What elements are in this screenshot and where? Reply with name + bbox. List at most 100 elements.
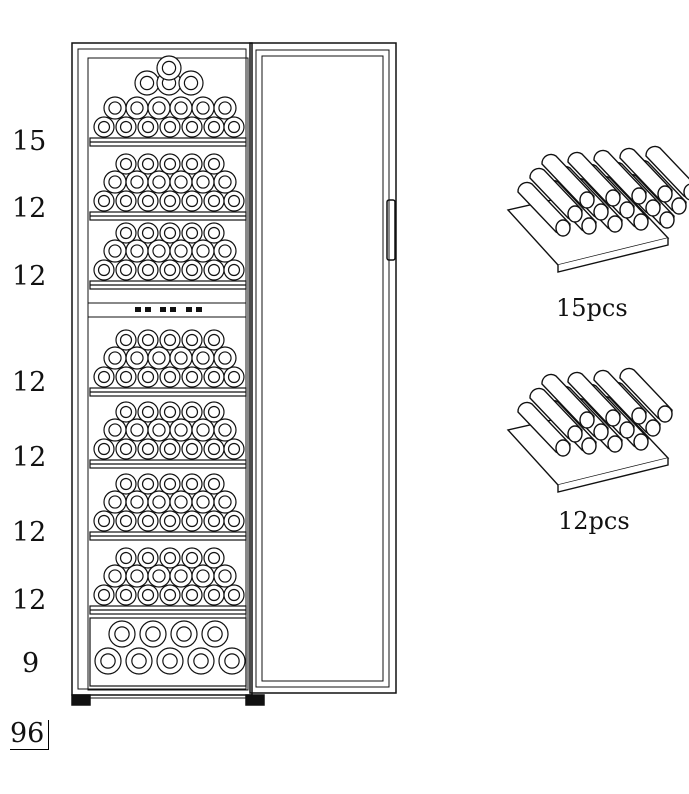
bottle-end xyxy=(213,418,237,442)
bottle-end xyxy=(223,510,245,532)
bottle-end xyxy=(137,190,159,212)
bottle-icon xyxy=(619,367,673,423)
bottle-end xyxy=(181,116,203,138)
bottle-end xyxy=(115,190,137,212)
bottle-icon xyxy=(517,181,571,237)
bottle-end xyxy=(159,510,181,532)
bottle-end xyxy=(223,366,245,388)
bottle-end xyxy=(137,116,159,138)
bottle-end xyxy=(115,259,137,281)
bottle-end xyxy=(103,418,127,442)
bottle-end xyxy=(147,564,171,588)
bottle-end xyxy=(181,438,203,460)
bottle-end xyxy=(213,170,237,194)
bottle-end xyxy=(159,473,181,495)
bottle-end xyxy=(103,239,127,263)
shelf-illustration-12 xyxy=(506,367,673,493)
bottle-end xyxy=(223,259,245,281)
bottle-end xyxy=(159,116,181,138)
bottle-end xyxy=(137,547,159,569)
bottle-end xyxy=(115,473,137,495)
bottle-end xyxy=(115,584,137,606)
bottle-end xyxy=(159,153,181,175)
bottle-end xyxy=(93,259,115,281)
bottle-icon xyxy=(567,371,621,427)
bottle-end xyxy=(191,96,215,120)
bottle-end xyxy=(169,346,193,370)
shelf-row xyxy=(89,222,247,290)
bottle-end xyxy=(191,490,215,514)
bottle-end xyxy=(169,96,193,120)
row-count-label-6: 12 xyxy=(12,517,47,548)
bottle-end xyxy=(213,564,237,588)
bottle-end xyxy=(103,564,127,588)
bottle-end xyxy=(156,55,182,81)
bottle-end xyxy=(147,96,171,120)
bottle-end xyxy=(137,222,159,244)
bottle-end xyxy=(203,190,225,212)
bottle-end xyxy=(203,401,225,423)
bottle-end xyxy=(115,329,137,351)
row-count-label-5: 12 xyxy=(12,442,47,473)
row-count-label-2: 12 xyxy=(12,193,47,224)
bottle-end xyxy=(213,239,237,263)
bottle-end xyxy=(115,547,137,569)
bottle-end xyxy=(115,401,137,423)
bottle-end xyxy=(103,170,127,194)
bottle-end xyxy=(115,438,137,460)
bottle-end xyxy=(181,153,203,175)
bottle-end xyxy=(93,366,115,388)
bottle-end xyxy=(125,346,149,370)
bottle-end xyxy=(137,259,159,281)
bottle-end xyxy=(191,170,215,194)
bottle-end xyxy=(159,190,181,212)
bottom-drawer-bottles xyxy=(89,617,247,687)
bottle-end xyxy=(125,647,153,675)
door-handle xyxy=(386,199,396,261)
bottle-end xyxy=(137,153,159,175)
row-count-label-7: 12 xyxy=(12,585,47,616)
bottle-icon xyxy=(593,149,647,205)
bottle-end xyxy=(93,438,115,460)
bottle-icon xyxy=(619,147,673,203)
bottle-icon xyxy=(529,387,583,443)
shelf-row xyxy=(89,401,247,469)
bottle-end xyxy=(125,96,149,120)
bottle-end xyxy=(115,116,137,138)
bottle-end xyxy=(203,438,225,460)
shelf-row xyxy=(89,473,247,541)
bottle-end xyxy=(137,438,159,460)
shelf-row xyxy=(89,153,247,221)
bottle-end xyxy=(187,647,215,675)
row-count-label-8: 9 xyxy=(22,648,40,679)
bottle-end xyxy=(147,490,171,514)
bottle-icon xyxy=(593,369,647,425)
bottle-end xyxy=(203,473,225,495)
shelf-illustration-15 xyxy=(506,145,689,273)
bottle-end xyxy=(137,473,159,495)
bottle-end xyxy=(178,70,204,96)
bottle-icon xyxy=(567,151,621,207)
bottle-end xyxy=(159,584,181,606)
bottle-end xyxy=(139,620,167,648)
bottle-end xyxy=(169,239,193,263)
bottle-icon xyxy=(529,167,583,223)
bottle-end xyxy=(181,510,203,532)
bottle-end xyxy=(203,510,225,532)
bottle-end xyxy=(170,620,198,648)
foot-right xyxy=(245,694,265,706)
bottle-end xyxy=(93,510,115,532)
bottle-end xyxy=(137,584,159,606)
bottle-end xyxy=(159,259,181,281)
bottle-end xyxy=(134,70,160,96)
bottle-end xyxy=(181,222,203,244)
bottle-end xyxy=(115,366,137,388)
bottle-end xyxy=(218,647,246,675)
shelf-row xyxy=(89,547,247,615)
bottle-end xyxy=(169,418,193,442)
bottle-icon xyxy=(541,373,595,429)
bottle-end xyxy=(159,222,181,244)
control-display xyxy=(135,307,202,312)
shelf-caption-15pcs: 15pcs xyxy=(556,294,628,322)
